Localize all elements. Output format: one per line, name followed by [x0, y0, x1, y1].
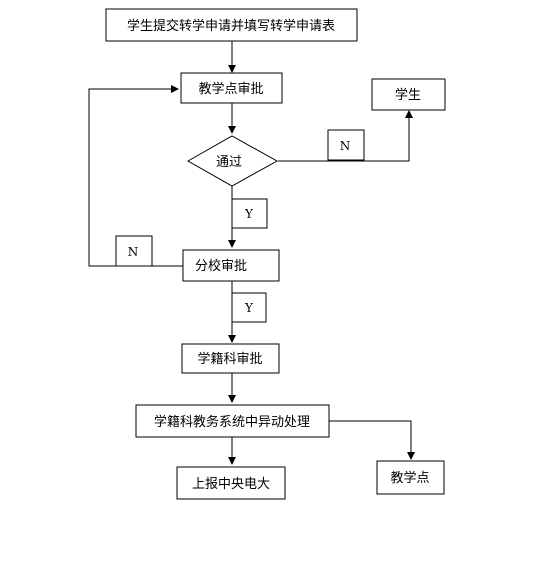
label-no-left: N — [115, 235, 153, 267]
node-registry-system-processing-label: 学籍科教务系统中异动处理 — [154, 414, 310, 430]
label-yes-top: Y — [231, 198, 268, 229]
arrow-decision-no-to-student — [278, 110, 413, 162]
node-report-central-label: 上报中央电大 — [192, 477, 270, 492]
node-student-label: 学生 — [395, 87, 421, 103]
node-pass-decision-label: 通过 — [216, 155, 242, 170]
label-yes-top-text: Y — [244, 207, 254, 221]
label-no-left-text: N — [128, 245, 139, 259]
label-yes-bottom-text: Y — [244, 301, 254, 315]
node-study-center-end: 教学点 — [376, 460, 445, 495]
node-study-center-end-label: 教学点 — [390, 470, 429, 486]
label-no-top: N — [327, 129, 365, 161]
node-submit-application: 学生提交转学申请并填写转学申请表 — [105, 8, 358, 42]
node-pass-decision: 通过 — [186, 135, 279, 187]
node-registry-review: 学籍科审批 — [181, 343, 280, 374]
node-registry-review-label: 学籍科审批 — [197, 351, 262, 367]
node-branch-review: 分校审批 — [182, 249, 280, 282]
label-yes-bottom: Y — [231, 292, 267, 323]
node-branch-review-label: 分校审批 — [195, 258, 247, 274]
node-student: 学生 — [371, 78, 446, 111]
node-report-central: 上报中央电大 — [176, 466, 286, 500]
node-submit-application-label: 学生提交转学申请并填写转学申请表 — [127, 18, 335, 34]
arrow-system-to-study-center-end — [329, 420, 415, 460]
node-registry-system-processing: 学籍科教务系统中异动处理 — [135, 404, 330, 438]
node-study-center-review: 教学点审批 — [180, 72, 283, 104]
label-no-top-text: N — [340, 139, 351, 153]
node-study-center-review-label: 教学点审批 — [198, 81, 263, 97]
